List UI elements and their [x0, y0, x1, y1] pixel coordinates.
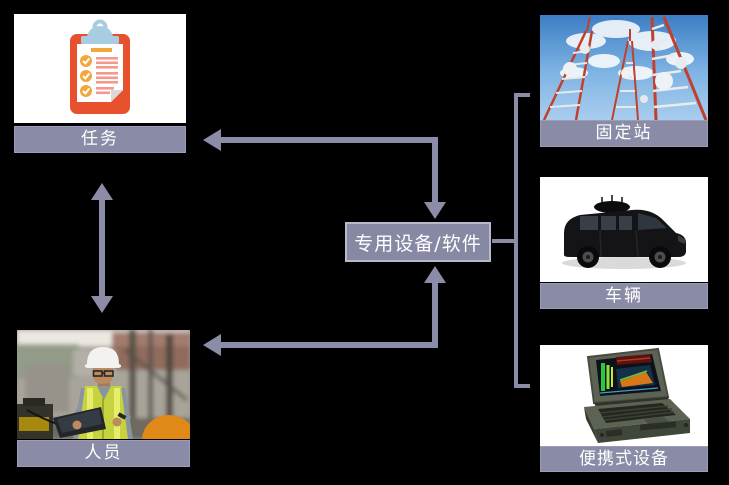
center-box-text: 专用设备/软件	[354, 232, 482, 255]
vehicle-label-text: 车辆	[605, 285, 643, 306]
arrow-task-personnel	[91, 183, 113, 313]
portable-device-label-text: 便携式设备	[579, 448, 669, 469]
fixed-station-image	[540, 15, 708, 120]
portable-device-label: 便携式设备	[540, 446, 708, 472]
black-van-photo	[540, 177, 708, 282]
fixed-station-label: 固定站	[540, 120, 708, 147]
personnel-label: 人员	[17, 440, 190, 467]
tower-left	[542, 16, 594, 120]
vehicle-image	[540, 177, 708, 282]
clipboard-checklist-icon	[70, 19, 130, 114]
portable-device-image	[540, 345, 708, 446]
fixed-station-label-text: 固定站	[595, 123, 653, 143]
task-image	[14, 14, 186, 123]
arrow-center-task	[203, 129, 446, 219]
vehicle-label: 车辆	[540, 283, 708, 309]
field-worker-photo	[17, 330, 190, 439]
personnel-image	[17, 330, 190, 439]
rugged-analyzer-photo	[540, 345, 708, 446]
personnel-label-text: 人员	[84, 443, 123, 463]
telecom-towers-photo	[540, 15, 708, 120]
arrow-center-personnel	[203, 266, 446, 356]
task-label: 任务	[14, 126, 186, 153]
tower-center	[611, 29, 639, 120]
worker-figure	[53, 347, 133, 439]
task-label-text: 任务	[81, 129, 119, 149]
bracket-right-group	[492, 93, 530, 388]
center-box: 专用设备/软件	[345, 222, 491, 262]
